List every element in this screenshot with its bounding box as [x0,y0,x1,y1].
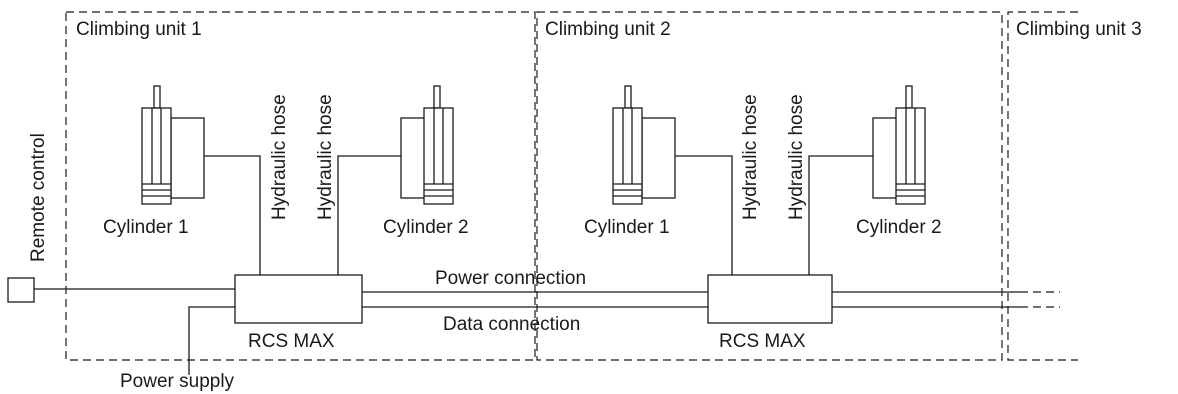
climbing-unit-3-title: Climbing unit 3 [1016,19,1142,40]
hydraulic-hose-line-right [808,155,873,275]
climbing-unit-2-title: Climbing unit 2 [545,19,671,40]
hydraulic-hose-line-left [675,155,733,275]
hydraulic-hose-line-right [337,155,401,275]
hydraulic-hose-label-right: Hydraulic hose [786,94,807,220]
climbing-unit-2: Hydraulic hose Hydraulic hose Cylinder 1… [584,85,942,352]
climbing-unit-3-frame [1007,11,1078,361]
hydraulic-hose-label-right: Hydraulic hose [315,94,336,220]
power-supply-label: Power supply [120,371,235,392]
climbing-unit-1-frame [65,11,536,361]
cylinder-2-icon [872,85,926,205]
hydraulic-hose-label-left: Hydraulic hose [740,94,761,220]
cylinder-1-label: Cylinder 1 [103,217,189,238]
remote-control-box [7,277,35,303]
rcs-max-label-2: RCS MAX [719,331,806,352]
hydraulic-hose-label-left: Hydraulic hose [269,94,290,220]
climbing-unit-1-title: Climbing unit 1 [76,19,202,40]
cylinder-2-label: Cylinder 2 [383,217,469,238]
rcs-max-controller-2 [707,274,833,324]
climbing-unit-2-frame [536,11,1003,361]
power-connection-label: Power connection [435,268,586,289]
cylinder-1-icon [141,85,205,205]
rcs-max-label-1: RCS MAX [248,331,335,352]
power-supply-line [188,306,235,375]
rcs-max-controller-1 [234,274,363,324]
climbing-unit-1: Hydraulic hose Hydraulic hose Cylinder 1… [103,85,469,352]
data-connection-label: Data connection [443,314,580,335]
remote-control-label: Remote control [28,133,49,262]
hydraulic-hose-line-left [204,155,261,275]
cylinder-1-icon [612,85,676,205]
cylinder-1-label: Cylinder 1 [584,217,670,238]
cylinder-2-label: Cylinder 2 [856,217,942,238]
cylinder-2-icon [400,85,454,205]
